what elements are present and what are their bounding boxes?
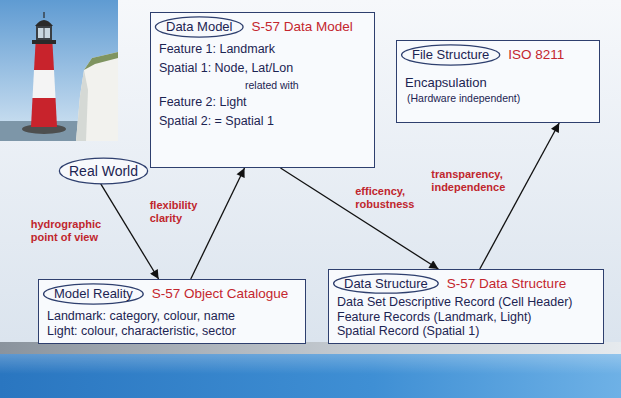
ellipse-text: Real World — [69, 163, 138, 179]
gallery — [32, 40, 56, 44]
ellipse-text: Data Structure — [344, 276, 428, 292]
connector-label: efficency, robustness — [355, 185, 425, 211]
sky — [0, 0, 118, 141]
ellipse-text: File Structure — [412, 47, 489, 63]
box-line: Landmark: category, colour, name — [47, 309, 235, 324]
process-box: ISO 8211Encapsulation(Hardware independe… — [396, 40, 600, 123]
lantern-bar — [44, 28, 45, 38]
connector-label: hydrographic point of view — [31, 218, 115, 244]
ellipse-shape — [59, 158, 147, 184]
box-line: Feature 1: Landmark — [159, 40, 275, 59]
process-box: S-57 Object CatalogueLandmark: category,… — [38, 279, 306, 344]
box-heading: S-57 Object Catalogue — [152, 283, 289, 305]
box-line: Feature Records (Landmark, Light) — [337, 310, 532, 325]
cliff-shadow — [76, 70, 88, 141]
box-line: Light: colour, characteristic, sector — [47, 324, 236, 339]
ellipse-label: Data Structure — [332, 273, 440, 294]
ellipse-shape — [402, 45, 500, 65]
ellipse-label: Real World — [58, 157, 149, 185]
box-line: Data Set Descriptive Record (Cell Header… — [337, 295, 573, 310]
arrow-connector — [281, 168, 439, 269]
ellipse-label: Data Model — [154, 16, 244, 38]
box-line: Spatial 1: Node, Lat/Lon — [159, 59, 293, 78]
connector-label: flexibility clarity — [150, 199, 210, 225]
ellipse-label: File Structure — [400, 44, 501, 66]
lantern-dome — [35, 20, 53, 26]
ellipse-shape — [155, 17, 243, 37]
box-heading: S-57 Data Structure — [447, 273, 566, 294]
lantern-glass — [38, 28, 50, 38]
box-line: Spatial 2: = Spatial 1 — [159, 112, 274, 131]
ellipse-label: Model Reality — [42, 283, 145, 305]
blue-band — [0, 354, 621, 398]
cliff-grass — [84, 52, 118, 70]
box-line: (Hardware independent) — [407, 91, 520, 106]
chalk-cliff — [76, 52, 118, 141]
box-line: related with — [245, 78, 299, 93]
ellipse-shape — [334, 274, 439, 293]
arrow-connector — [191, 168, 245, 279]
tower-red-band — [31, 98, 57, 127]
box-line: Spatial Record (Spatial 1) — [337, 324, 479, 339]
arrow-connector — [480, 123, 559, 269]
ellipse-text: Data Model — [166, 19, 232, 35]
ellipse-text: Model Reality — [54, 286, 133, 302]
box-heading: ISO 8211 — [508, 44, 564, 66]
band-sheen — [0, 354, 621, 374]
slide-ground — [0, 0, 621, 342]
process-box: S-57 Data StructureData Set Descriptive … — [328, 269, 604, 344]
connector-label: transparency, independence — [431, 168, 513, 194]
box-line: Encapsulation — [405, 75, 487, 91]
process-box: S-57 Data ModelFeature 1: LandmarkSpatia… — [150, 12, 375, 168]
box-heading: S-57 Data Model — [251, 16, 352, 38]
arrow-connector — [101, 184, 159, 279]
tower-white-band — [33, 70, 56, 98]
finial — [43, 12, 44, 18]
lantern — [36, 26, 52, 40]
tower-red-band — [34, 44, 54, 70]
box-line: Feature 2: Light — [159, 93, 247, 112]
ellipse-shape — [44, 284, 144, 304]
lighthouse-photo — [0, 0, 118, 141]
